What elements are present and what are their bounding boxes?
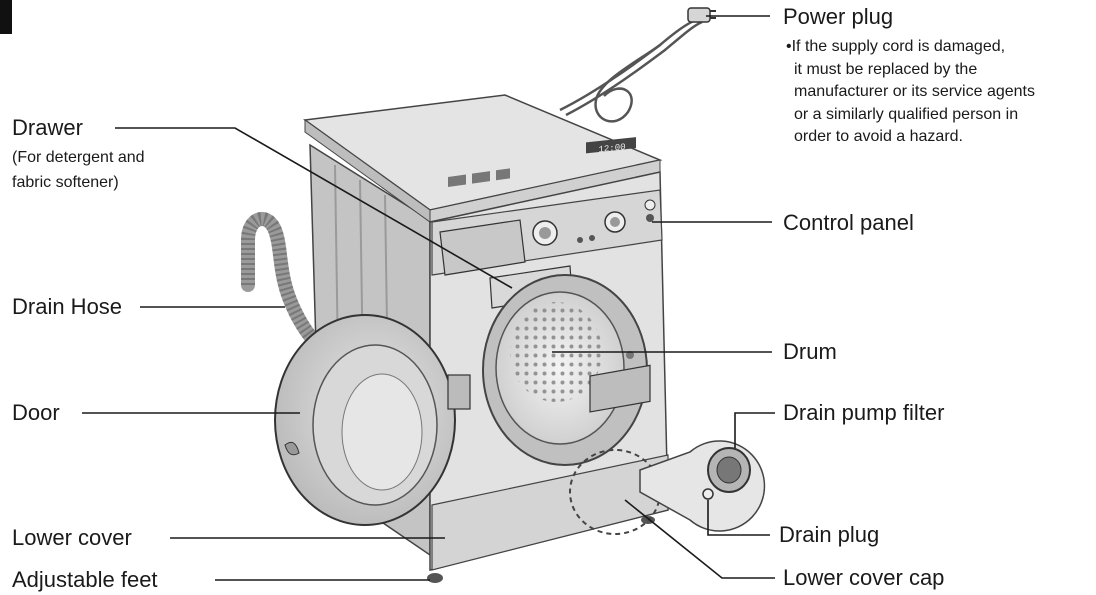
label-drawer-sub-1: (For detergent and — [12, 149, 145, 166]
drain-plug-shape — [702, 488, 714, 500]
label-adjustable-feet: Adjustable feet — [12, 567, 158, 592]
label-control-panel: Control panel — [783, 210, 914, 235]
power-plug-note-line: manufacturer or its service agents — [794, 83, 1035, 100]
label-door: Door — [12, 400, 60, 425]
label-lower-cover: Lower cover — [12, 525, 132, 550]
power-plug-note-line: it must be replaced by the — [794, 60, 978, 78]
leader-drawer — [115, 127, 513, 289]
corner-mark — [0, 0, 12, 34]
power-cord — [559, 16, 703, 123]
label-drain-hose: Drain Hose — [12, 294, 123, 319]
power-plug-note-line: •If the supply cord is damaged, — [786, 38, 1006, 55]
detergent-drawer — [439, 219, 526, 276]
label-drain-plug: Drain plug — [779, 522, 880, 547]
label-drain-pump-filter: Drain pump filter — [783, 400, 945, 425]
label-power-plug: Power plug — [783, 4, 894, 29]
label-drawer: Drawer — [12, 115, 83, 140]
lower-cover-cap-shape — [589, 364, 651, 413]
leader-lines — [82, 15, 775, 581]
label-lower-cover-cap: Lower cover cap — [783, 565, 945, 590]
leader-lower-cover-cap — [624, 499, 775, 579]
display-readout: 12:00 — [599, 141, 626, 155]
power-plug-note-line: order to avoid a hazard. — [794, 128, 963, 145]
power-plug-icon — [687, 7, 716, 23]
lower-cover-panel — [431, 454, 669, 571]
label-drum: Drum — [783, 339, 837, 364]
power-plug-note-line: or a similarly qualified person in — [794, 105, 1019, 123]
label-drawer-sub-2: fabric softener) — [12, 174, 119, 191]
adjustable-foot — [427, 573, 443, 583]
door — [274, 314, 471, 526]
drain-hose — [241, 212, 325, 352]
power-plug-note: •If the supply cord is damaged, it must … — [786, 36, 1035, 149]
leader-drain-plug — [707, 500, 770, 536]
leader-drain-pump-filter — [734, 412, 775, 448]
